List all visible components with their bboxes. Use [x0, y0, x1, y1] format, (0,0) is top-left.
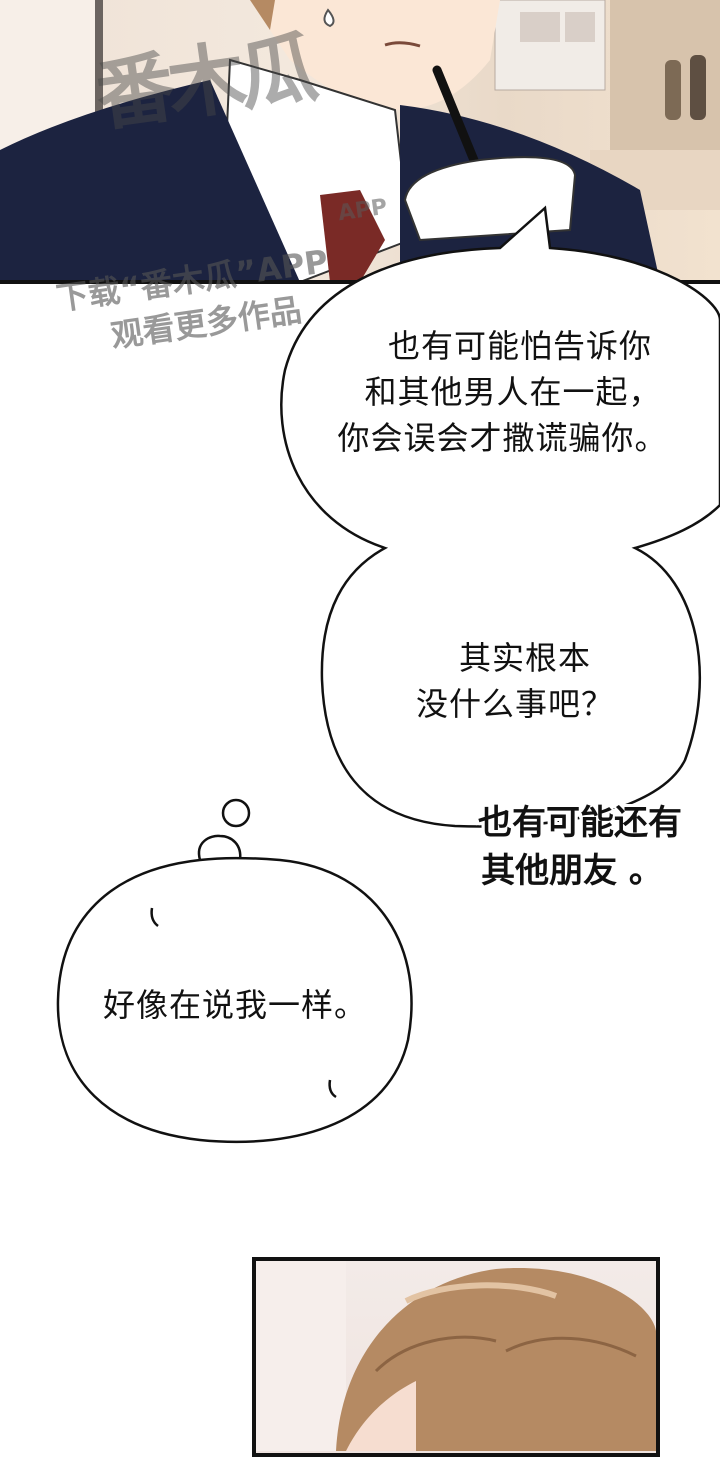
hair-highlight	[404, 1282, 558, 1304]
thought-bubble-shape	[56, 856, 413, 1144]
speech-bubble-1-line-3: 你会误会才撒谎骗你。	[337, 419, 668, 457]
top-panel: 番木瓜 APP	[0, 0, 720, 282]
speech-bubble-1-line-2: 和其他男人在一起，	[364, 373, 662, 411]
outside-text-line-2: 其他朋友 。	[481, 851, 663, 891]
sweat-mark	[150, 907, 159, 927]
thought-bubble-text: 好像在说我一样。	[102, 986, 367, 1024]
outside-text-line-1: 也有可能还有	[478, 803, 682, 843]
bottom-panel	[252, 1257, 660, 1457]
face-edge	[346, 1381, 416, 1451]
speech-bubble-2-line-2: 没什么事吧？	[415, 685, 614, 723]
hair-strand	[505, 1336, 637, 1358]
thought-dot-large	[197, 834, 242, 861]
thought-dot-small	[221, 798, 251, 828]
speech-bubble-1-line-1: 也有可能怕告诉你	[387, 327, 652, 365]
hair	[250, 0, 275, 30]
background-wall	[256, 1261, 346, 1451]
straw	[432, 65, 483, 175]
bottom-panel-art	[256, 1261, 656, 1451]
top-panel-art	[0, 0, 720, 282]
tie	[320, 190, 385, 282]
sweat-mark	[328, 1079, 337, 1099]
sweat-drop	[323, 8, 335, 28]
bottle	[665, 60, 681, 120]
mouth	[384, 41, 421, 48]
suit-left	[0, 80, 300, 282]
speech-bubble-shape	[280, 205, 720, 828]
speech-bubble-2-line-1: 其实根本	[458, 639, 591, 677]
bottle	[690, 55, 706, 120]
menu-item	[520, 12, 560, 42]
menu-item	[565, 12, 595, 42]
hair-strand	[374, 1335, 497, 1373]
